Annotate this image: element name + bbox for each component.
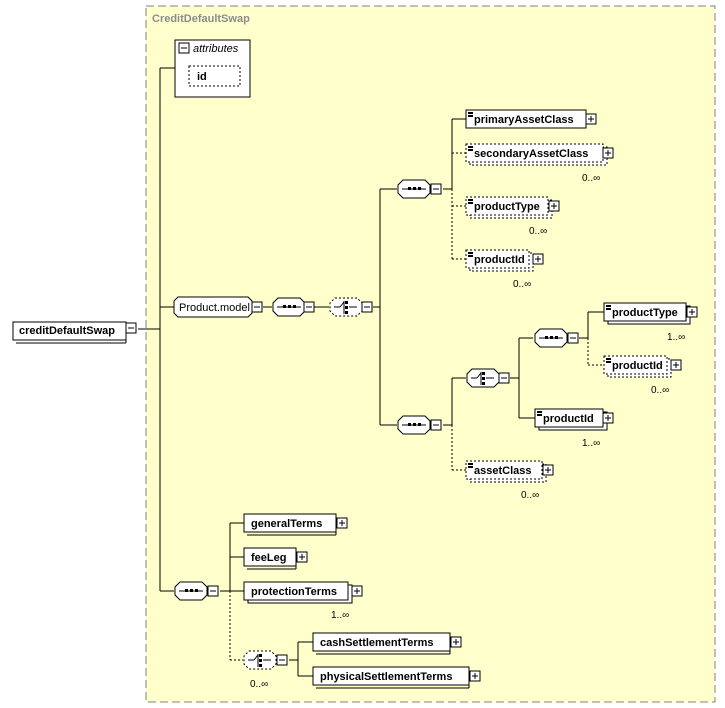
sequence-compositor-icon[interactable] xyxy=(397,415,442,435)
choice-compositor-icon[interactable] xyxy=(466,368,510,388)
element-fee-leg[interactable]: feeLeg xyxy=(243,547,308,570)
occurrence-label: 1..∞ xyxy=(667,332,685,343)
element-label: creditDefaultSwap xyxy=(19,325,115,337)
occurrence-label: 0..∞ xyxy=(513,279,531,290)
element-protection-terms[interactable]: protectionTerms 1..∞ xyxy=(243,581,363,621)
attribute-id[interactable] xyxy=(188,65,241,87)
element-product-type[interactable]: productType 1..∞ xyxy=(603,302,698,343)
element-product-id[interactable]: productId 0..∞ xyxy=(603,355,682,396)
attribute-id-label: id xyxy=(197,71,207,83)
element-credit-default-swap[interactable]: creditDefaultSwap xyxy=(12,321,127,344)
element-label: feeLeg xyxy=(251,552,286,564)
sequence-compositor-icon[interactable] xyxy=(174,581,219,601)
element-general-terms[interactable]: generalTerms xyxy=(243,513,348,536)
element-primary-asset-class[interactable]: primaryAssetClass xyxy=(465,109,597,129)
element-secondary-asset-class[interactable]: secondaryAssetClass 0..∞ xyxy=(465,143,614,184)
element-asset-class[interactable]: assetClass 0..∞ xyxy=(465,460,554,501)
element-label: productId xyxy=(543,413,594,425)
element-product-id[interactable]: productId 0..∞ xyxy=(465,249,544,290)
element-physical-settlement-terms[interactable]: physicalSettlementTerms xyxy=(312,666,481,689)
group-product-model[interactable]: Product.model xyxy=(173,296,253,318)
sequence-compositor-icon[interactable] xyxy=(534,328,579,348)
occurrence-label: 0..∞ xyxy=(582,173,600,184)
complex-type-box: CreditDefaultSwap xyxy=(145,5,716,703)
occurrence-label: 0..∞ xyxy=(250,679,268,690)
element-product-id[interactable]: productId 1..∞ xyxy=(534,408,614,449)
element-label: protectionTerms xyxy=(251,586,337,598)
element-label: cashSettlementTerms xyxy=(320,637,434,649)
attributes-box: attributes id xyxy=(174,39,251,98)
group-label: Product.model xyxy=(179,302,250,314)
attributes-label: attributes xyxy=(193,43,239,55)
occurrence-label: 1..∞ xyxy=(331,610,349,621)
occurrence-label: 0..∞ xyxy=(651,385,669,396)
element-label: productId xyxy=(612,360,663,372)
occurrence-label: 1..∞ xyxy=(582,438,600,449)
occurrence-label: 0..∞ xyxy=(521,490,539,501)
sequence-compositor-icon[interactable] xyxy=(272,297,315,317)
collapse-toggle-icon[interactable] xyxy=(251,301,263,313)
sequence-compositor-icon[interactable] xyxy=(397,179,442,199)
element-label: primaryAssetClass xyxy=(474,114,574,126)
element-label: productType xyxy=(474,201,540,213)
choice-compositor-icon[interactable] xyxy=(329,297,373,317)
element-label: generalTerms xyxy=(251,518,322,530)
complex-type-title: CreditDefaultSwap xyxy=(152,13,250,25)
element-label: secondaryAssetClass xyxy=(474,148,588,160)
element-cash-settlement-terms[interactable]: cashSettlementTerms xyxy=(312,632,462,655)
occurrence-label: 0..∞ xyxy=(529,226,547,237)
element-label: productType xyxy=(612,307,678,319)
element-label: assetClass xyxy=(474,465,532,477)
element-label: productId xyxy=(474,254,525,266)
element-label: physicalSettlementTerms xyxy=(320,671,452,683)
element-product-type[interactable]: productType 0..∞ xyxy=(465,196,560,237)
connector-lines xyxy=(138,67,604,677)
collapse-toggle-icon[interactable] xyxy=(125,322,137,334)
choice-compositor-icon[interactable] xyxy=(243,650,288,670)
